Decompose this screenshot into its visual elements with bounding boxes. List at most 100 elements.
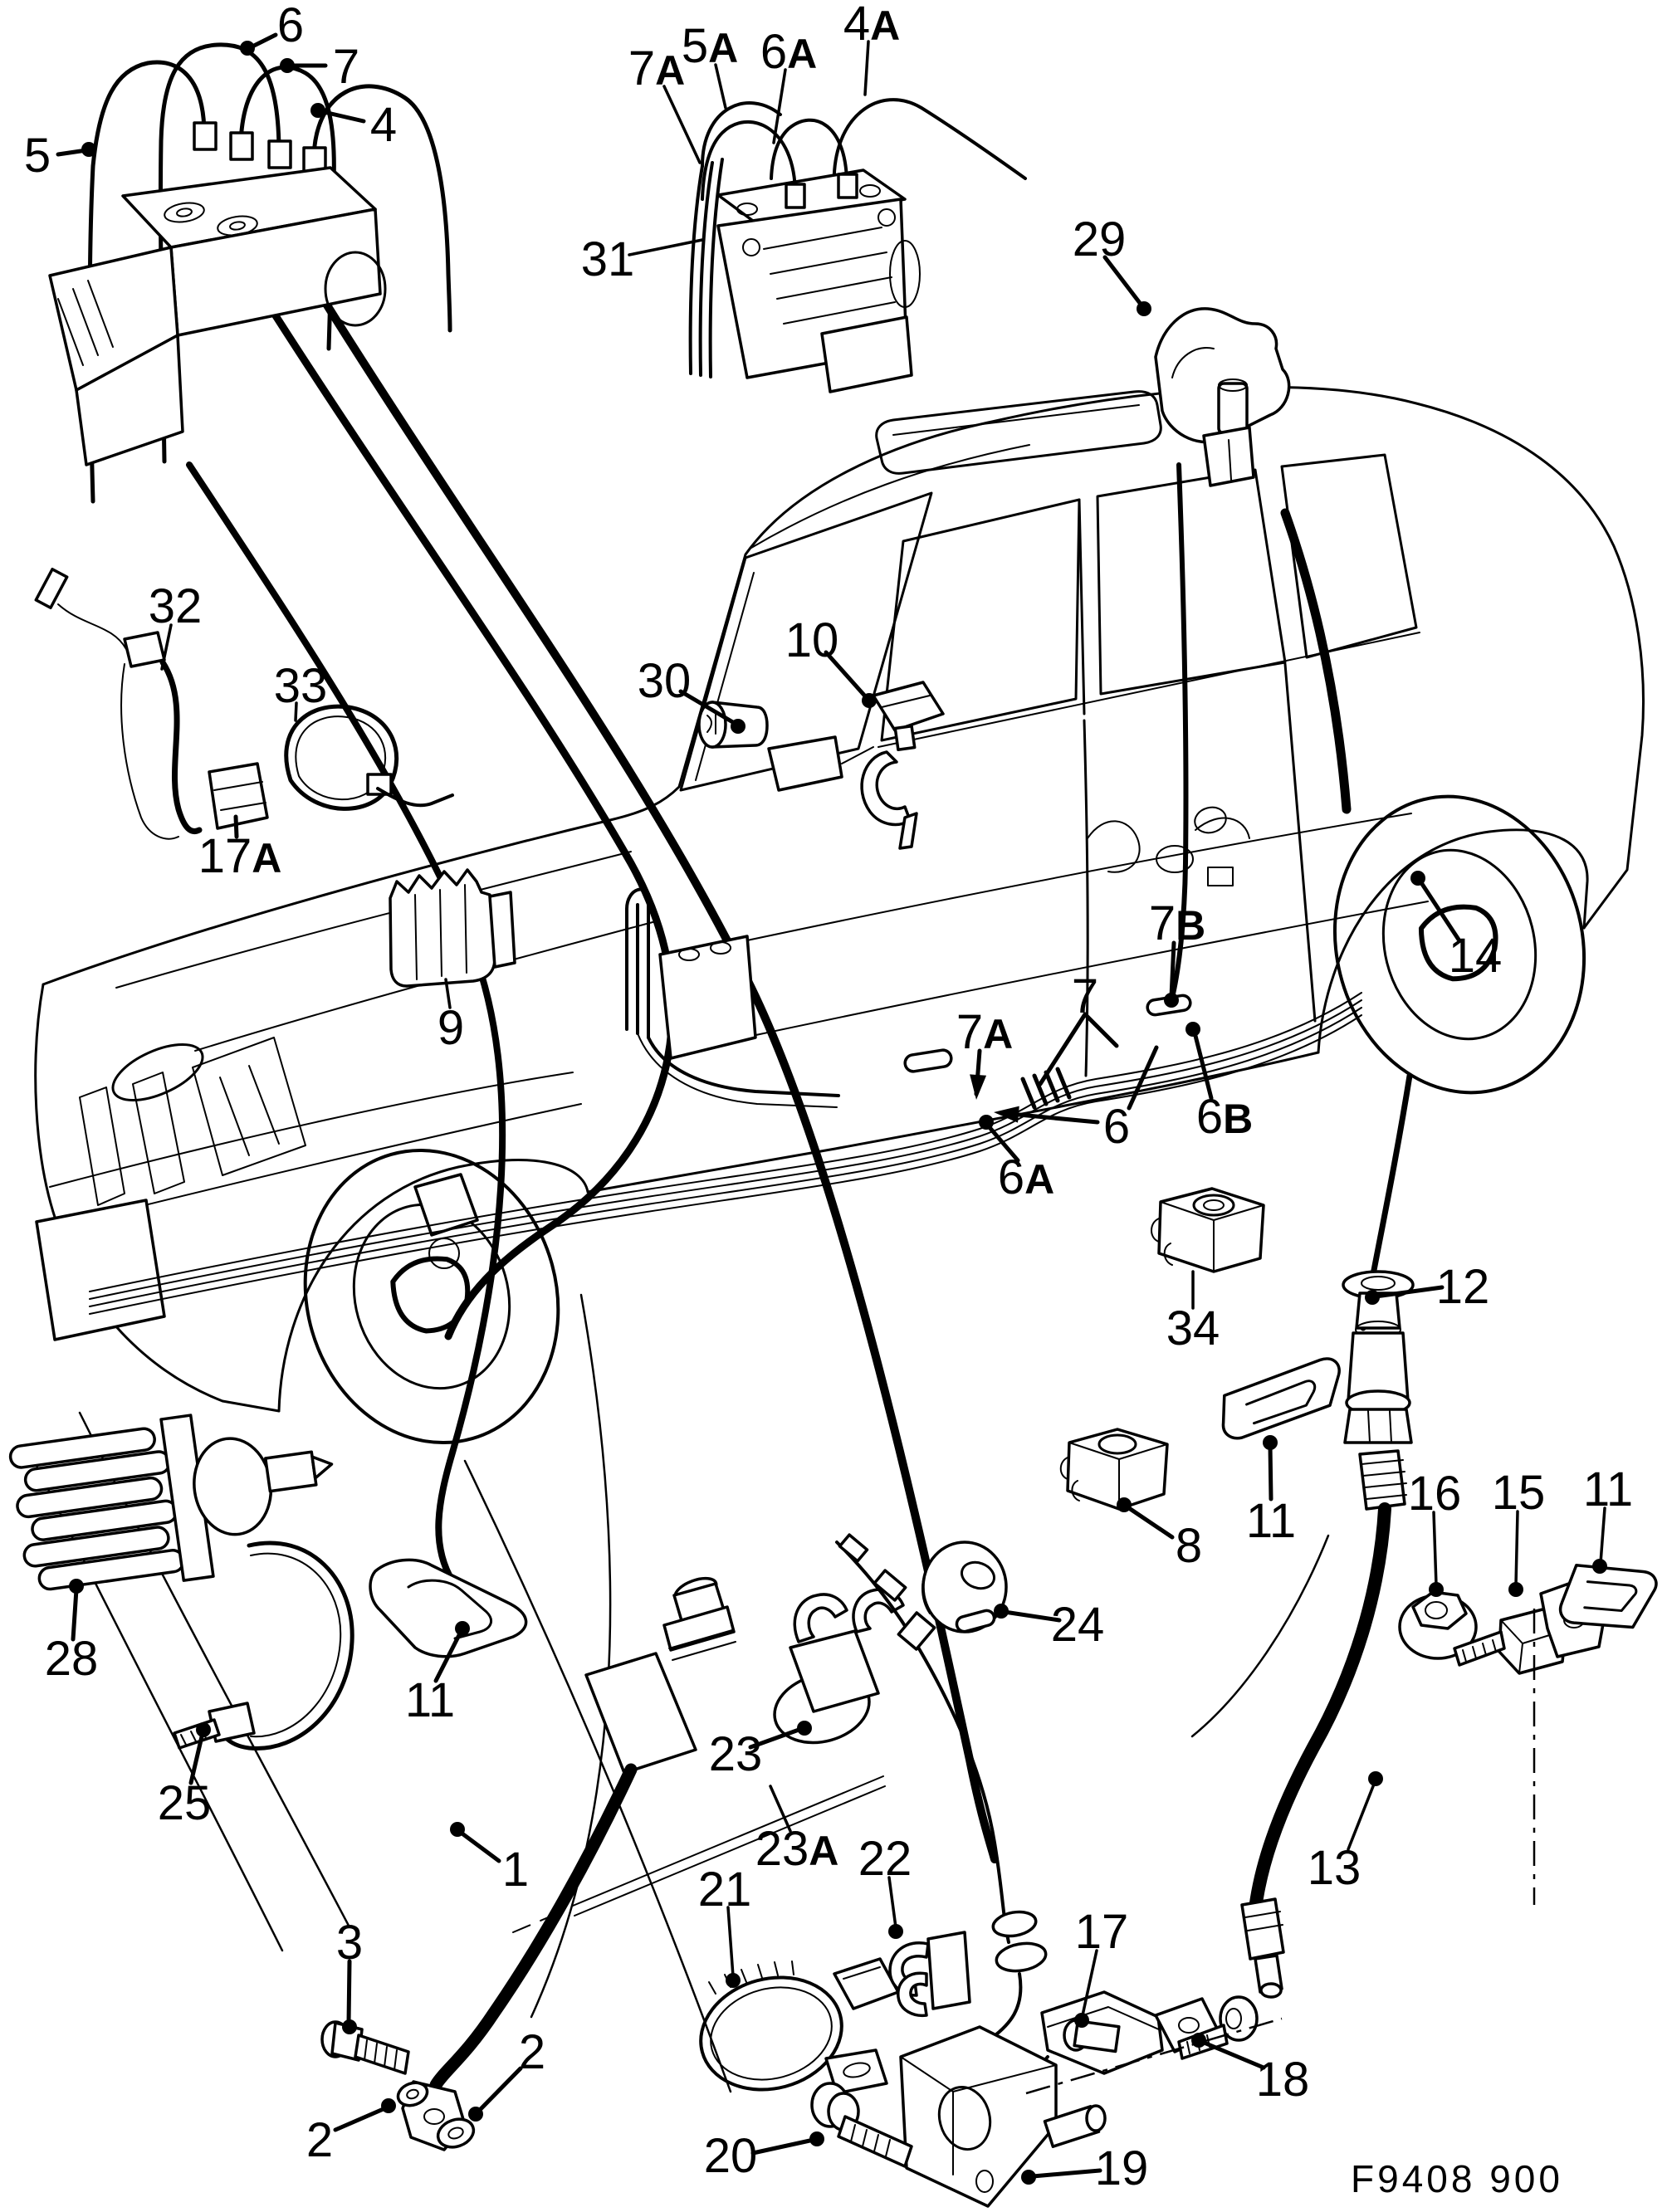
pipe-block-8 [1059,1428,1169,1511]
leader-line-7 [1038,1012,1088,1086]
leader-line-7 [1083,1012,1119,1048]
hose-fitting-12 [1342,1270,1415,1511]
callout-label-11: 11 [1246,1494,1296,1548]
rear-cable [1169,462,1189,1003]
callout-label-31: 31 [581,232,635,286]
leader-dot-28 [69,1579,84,1594]
leader-dot-30 [731,719,746,734]
callout-label-21: 21 [698,1863,752,1917]
pipe-nut [267,139,292,169]
leader-dot-4 [310,103,325,118]
leader-line-8 [1124,1504,1175,1540]
grille [192,1037,306,1176]
leader-dot-6B [1185,1022,1200,1037]
pipe-nut [229,131,254,161]
leader-dot-14 [1410,871,1425,886]
flange-nut-16 [1398,1590,1478,1660]
callout-label-6A: 6A [760,25,817,79]
clip-10 [860,681,945,850]
leader-dot-2 [381,2098,396,2113]
leader-dot-6 [240,41,255,56]
leader-dot-29 [1137,301,1151,316]
callout-label-15: 15 [1492,1466,1546,1520]
leader-arrow-7A [970,1074,987,1100]
callout-label-7B: 7B [1149,896,1205,950]
leader-line-23A [769,1785,792,1833]
callout-label-4: 4 [370,98,397,152]
front-wheel [303,1148,560,1445]
clip-11-mid [1221,1357,1341,1440]
license-plate [35,1199,166,1341]
leader-line-2 [333,2106,388,2132]
clip-22 [888,1931,971,2018]
washer [436,2117,476,2149]
leader-line-13 [1347,1780,1376,1851]
leader-line-4A [863,40,870,96]
abs-unit-late [688,98,1027,393]
cable-grommet [995,1941,1048,1973]
leader-dot-18 [1191,2033,1206,2048]
leader-line-23 [748,1726,804,1750]
callout-label-6: 6 [277,0,304,52]
callout-label-7A: 7A [628,42,685,95]
hose-clamp-21 [699,1957,900,2095]
leader-dot-25 [196,1722,211,1737]
fuel-filler [1194,806,1227,834]
callout-label-5: 5 [24,129,51,183]
leader-line-12 [1373,1285,1445,1299]
callout-label-33: 33 [274,659,328,713]
leader-dot-5 [81,142,96,157]
cable-23a [512,1775,886,1933]
clip-11-right [1558,1564,1658,1629]
leader-dot-6A [979,1115,994,1130]
leader-dot-3 [342,2019,357,2034]
leader-line-14 [1418,879,1461,942]
bracket-29 [1154,307,1291,487]
leader-line-6A [985,1123,1020,1163]
rear-wheel [1332,794,1586,1095]
bolt-3 [320,2020,410,2075]
callout-label-7: 7 [333,40,359,94]
left-cable [186,461,506,1585]
callout-label-12: 12 [1436,1260,1490,1314]
pipe-nut [193,121,218,151]
washer [396,2081,429,2107]
abs-sensor-cable [835,1533,1049,2092]
leader-line-11 [1599,1506,1606,1565]
callout-label-23A: 23A [755,1822,839,1876]
highlight-cables [35,245,1413,2093]
leader-line-25 [188,1731,205,1785]
sensor-cable-long [288,245,999,1863]
rocker-pipe-bundle [89,992,1362,1315]
callout-label-17: 17 [1075,1905,1129,1959]
leader-dot-24 [994,1604,1009,1619]
callout-label-4A: 4A [843,0,900,51]
leader-line-31 [628,238,704,256]
leader-dot-22 [888,1924,903,1939]
leader-line-11 [1268,1443,1273,1502]
abs-sensor-19 [899,2025,1107,2208]
car-body [34,386,1645,1445]
leader-line-24 [1002,1609,1062,1623]
cable-tie-25 [173,1541,354,1751]
callout-label-28: 28 [45,1632,99,1686]
leader-dot-7B [1164,993,1179,1008]
door-harness [1087,817,1250,886]
callout-label-6: 6 [1103,1100,1130,1154]
leader-line-6B [1192,1030,1214,1101]
pipe-clip-hatch [1020,1067,1072,1110]
leader-line-16 [1432,1511,1438,1587]
leader-line-29 [1102,255,1145,309]
leader-dot-19 [1021,2170,1036,2185]
leader-line-32 [160,623,173,671]
clip-9 [389,868,516,988]
leader-dot-7 [280,58,295,73]
connector-17a [208,762,269,830]
leader-line-21 [726,1906,735,1978]
callout-label-6A: 6A [998,1150,1054,1204]
callout-label-19: 19 [1095,2141,1149,2195]
leader-line-5A [714,63,727,110]
leader-dot-16 [1429,1582,1444,1597]
sensor-32 [34,568,203,840]
